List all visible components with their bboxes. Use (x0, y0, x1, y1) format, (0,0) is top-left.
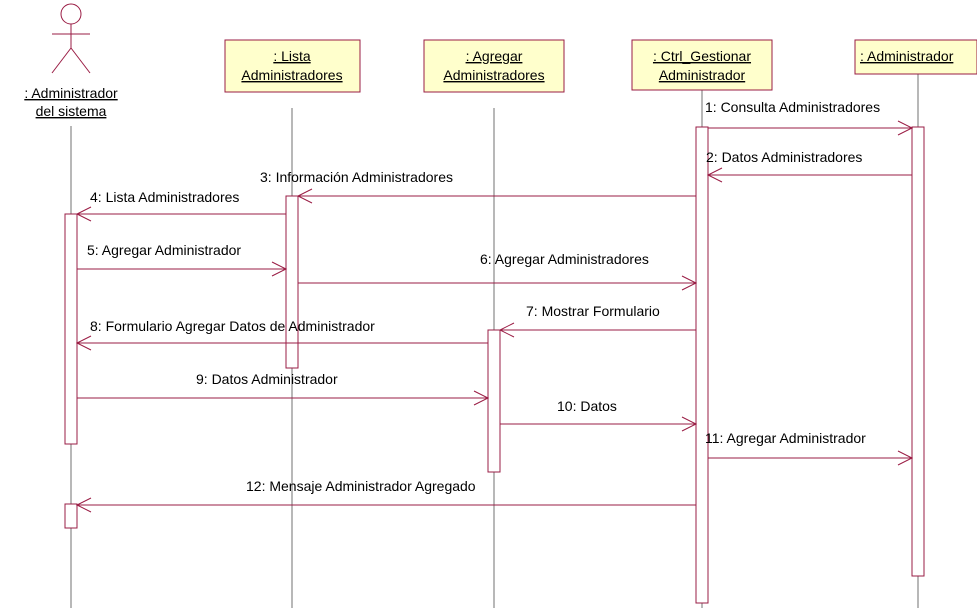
message-6-arrow (298, 275, 698, 291)
object-agregar-administradores: : Agregar Administradores (423, 39, 565, 93)
object-label-line2: Administradores (443, 67, 544, 83)
message-4-label: 4: Lista Administradores (90, 189, 239, 205)
activation-actor-2 (64, 503, 78, 529)
message-3-arrow (296, 188, 696, 204)
message-11-arrow (708, 450, 914, 466)
message-10-arrow (500, 416, 698, 432)
message-10-label: 10: Datos (557, 398, 617, 414)
stick-figure-icon (51, 3, 91, 74)
object-label-line2: Administradores (241, 67, 342, 83)
message-11-label: 11: Agregar Administrador (705, 430, 866, 446)
object-label-line1: : Ctrl_Gestionar (653, 48, 751, 64)
object-label-line2: Administrador (659, 67, 746, 83)
message-3-label: 3: Información Administradores (260, 169, 453, 185)
activation-ctrl (695, 126, 709, 604)
object-label-line1: : Administrador (860, 48, 954, 64)
message-8-label: 8: Formulario Agregar Datos de Administr… (90, 318, 375, 334)
message-labels: 1: Consulta Administradores 2: Datos Adm… (87, 99, 880, 494)
activation-agregar (487, 329, 501, 473)
object-label-line1: : Lista (273, 48, 311, 64)
message-5-arrow (77, 261, 288, 277)
message-12-arrow (75, 497, 696, 513)
object-administrador: : Administrador (854, 39, 977, 75)
message-4-arrow (75, 206, 286, 222)
object-ctrl-gestionar-administrador: : Ctrl_Gestionar Administrador (631, 39, 773, 91)
message-7-label: 7: Mostrar Formulario (526, 303, 660, 319)
actor-label-line2: del sistema (36, 103, 107, 119)
object-lista-administradores: : Lista Administradores (224, 39, 361, 93)
activation-bars (64, 126, 925, 604)
message-2-arrow (706, 167, 912, 183)
message-8-arrow (75, 335, 488, 351)
message-12-label: 12: Mensaje Administrador Agregado (246, 478, 476, 494)
message-1-arrow (708, 120, 914, 136)
message-5-label: 5: Agregar Administrador (87, 242, 241, 258)
message-2-label: 2: Datos Administradores (706, 149, 862, 165)
message-9-arrow (77, 390, 490, 406)
message-6-label: 6: Agregar Administradores (480, 251, 649, 267)
message-1-label: 1: Consulta Administradores (705, 99, 880, 115)
activation-lista (285, 195, 299, 369)
messages (75, 120, 914, 513)
activation-admin (911, 126, 925, 577)
actor-label-line1: : Administrador (24, 85, 118, 101)
actor-administrador-del-sistema: : Administrador del sistema (24, 3, 118, 119)
object-label-line1: : Agregar (466, 48, 523, 64)
activation-actor-1 (64, 213, 78, 445)
message-9-label: 9: Datos Administrador (196, 371, 338, 387)
message-7-arrow (498, 322, 696, 338)
